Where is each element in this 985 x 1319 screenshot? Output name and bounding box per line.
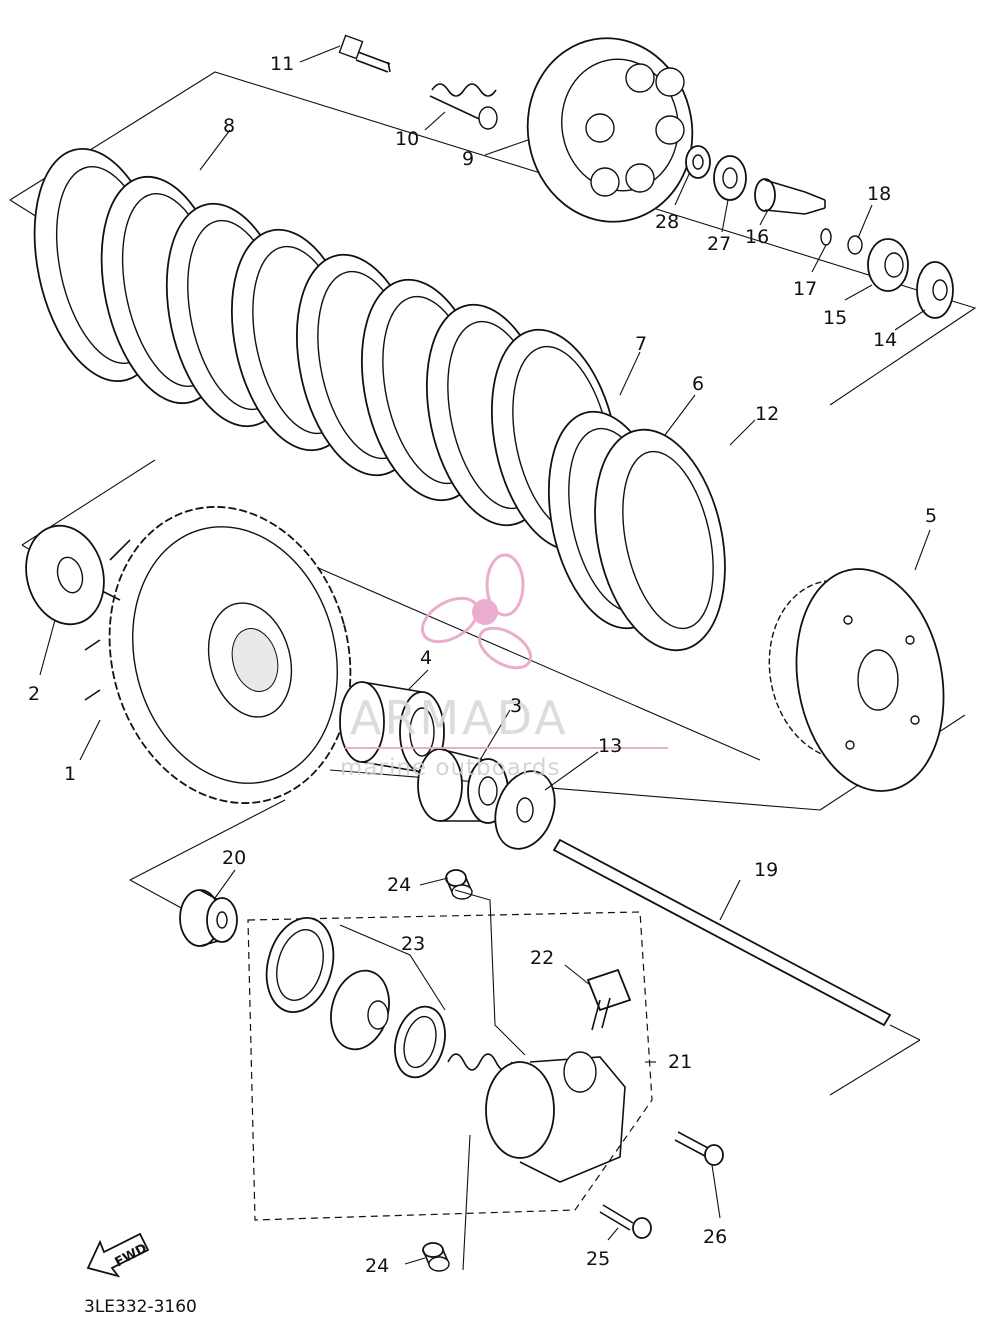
callout-15: 15 (823, 307, 847, 329)
clutch-plate-stack (33, 147, 726, 652)
dowel-pin-24-upper (445, 869, 473, 900)
callout-13: 13 (598, 735, 622, 757)
armada-watermark: ARMADA marine outboards (340, 553, 668, 781)
thrust-washer-2 (25, 524, 105, 626)
callout-22: 22 (530, 947, 554, 969)
o-ring-17 (820, 228, 832, 246)
ball-20 (179, 889, 238, 947)
callout-24-lower: 24 (365, 1255, 389, 1277)
callout-18: 18 (867, 183, 891, 205)
dowel-pin-24-lower (422, 1242, 450, 1272)
callout-23: 23 (401, 933, 425, 955)
primary-driven-gear-1 (84, 506, 352, 804)
nut-15 (867, 238, 909, 292)
callout-7: 7 (635, 333, 647, 355)
cylinder-body (485, 1051, 626, 1183)
diagram-code: 3LE332-3160 (84, 1297, 197, 1317)
lock-washer-14 (916, 261, 954, 319)
callout-4: 4 (420, 647, 432, 669)
callout-5: 5 (925, 505, 937, 527)
bolt-26 (674, 1131, 724, 1166)
callout-27: 27 (707, 233, 731, 255)
washer-28 (685, 145, 711, 179)
callout-20: 20 (222, 847, 246, 869)
callout-21: 21 (668, 1051, 692, 1073)
screw-11 (338, 34, 391, 73)
callout-11: 11 (270, 53, 294, 75)
armada-propeller-logo (421, 553, 533, 670)
seal-kit-23 (265, 917, 446, 1079)
watermark-tagline: marine outboards (340, 755, 560, 781)
callout-6: 6 (692, 373, 704, 395)
bolt-25 (599, 1204, 652, 1239)
o-ring-18 (847, 235, 863, 255)
callout-24-upper: 24 (387, 874, 411, 896)
callout-1: 1 (64, 763, 76, 785)
slave-cylinder-assembly-21 (247, 911, 653, 1221)
callout-3: 3 (510, 695, 522, 717)
thrust-washer-13 (494, 770, 556, 850)
push-rod-19 (552, 838, 892, 1027)
clutch-boss-5 (768, 568, 945, 792)
callout-28: 28 (655, 211, 679, 233)
callout-8: 8 (223, 115, 235, 137)
pressure-plate-9 (526, 37, 694, 223)
watermark-brand: ARMADA (350, 691, 569, 745)
callout-2: 2 (28, 683, 40, 705)
bearing-27 (713, 155, 747, 201)
callout-12: 12 (755, 403, 779, 425)
spring-10 (429, 83, 498, 130)
friction-plate-12 (594, 428, 726, 652)
callout-numbers: 1 2 3 4 5 6 7 8 9 10 11 12 13 14 15 16 1… (28, 53, 937, 1277)
callout-17: 17 (793, 278, 817, 300)
leader-lines (39, 45, 931, 1271)
callout-16: 16 (745, 226, 769, 248)
fwd-arrow-icon: FWD (86, 1232, 150, 1278)
callout-14: 14 (873, 329, 897, 351)
spring-in-cylinder (447, 1053, 513, 1071)
callout-26: 26 (703, 1226, 727, 1248)
callout-19: 19 (754, 859, 778, 881)
callout-9: 9 (462, 148, 474, 170)
callout-25: 25 (586, 1248, 610, 1270)
push-rod-16 (754, 178, 826, 215)
callout-10: 10 (395, 128, 419, 150)
bleed-screw-22 (586, 968, 632, 1031)
